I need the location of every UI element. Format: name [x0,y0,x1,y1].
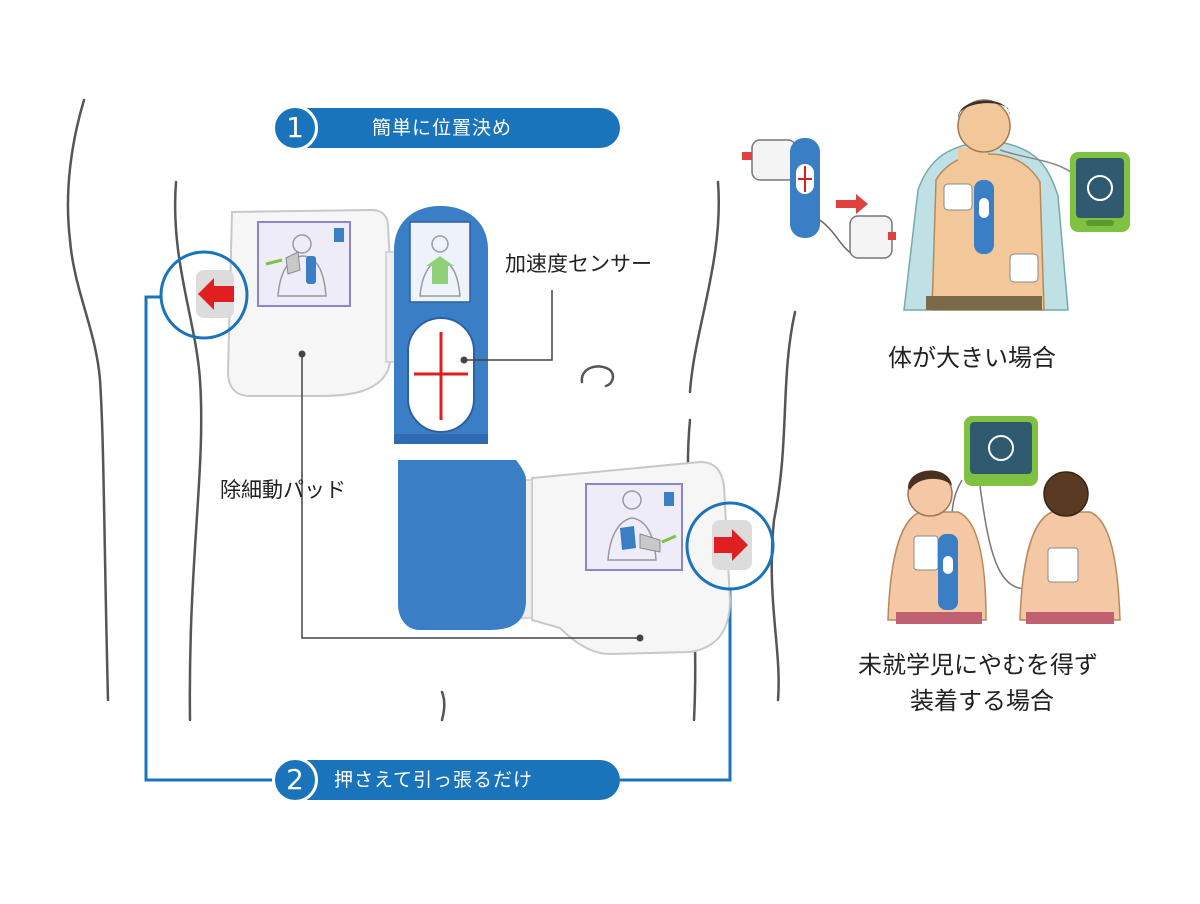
child-caption-line1: 未就学児にやむを得ず [858,651,1098,679]
left-defib-pad [159,208,401,397]
step-2-number: 2 [272,757,318,803]
large-body-illustration [742,99,1130,311]
sensor-label: 加速度センサー [505,252,652,276]
step-1-number: 1 [272,105,318,151]
large-body-caption: 体が大きい場合 [888,344,1056,372]
step-1-banner: 1 簡単に位置決め [272,105,620,151]
step-2-banner: 2 押さえて引っ張るだけ [272,757,620,803]
step-2-label: 押さえて引っ張るだけ [334,769,534,791]
child-illustration [887,416,1121,624]
step-1-label: 簡単に位置決め [372,117,513,139]
step2-connector-lines [144,295,732,782]
lower-defib-pad [298,350,775,656]
pad-label: 除細動パッド [220,478,346,502]
child-caption-line2: 装着する場合 [910,687,1054,715]
center-sensor-pad [394,206,553,444]
